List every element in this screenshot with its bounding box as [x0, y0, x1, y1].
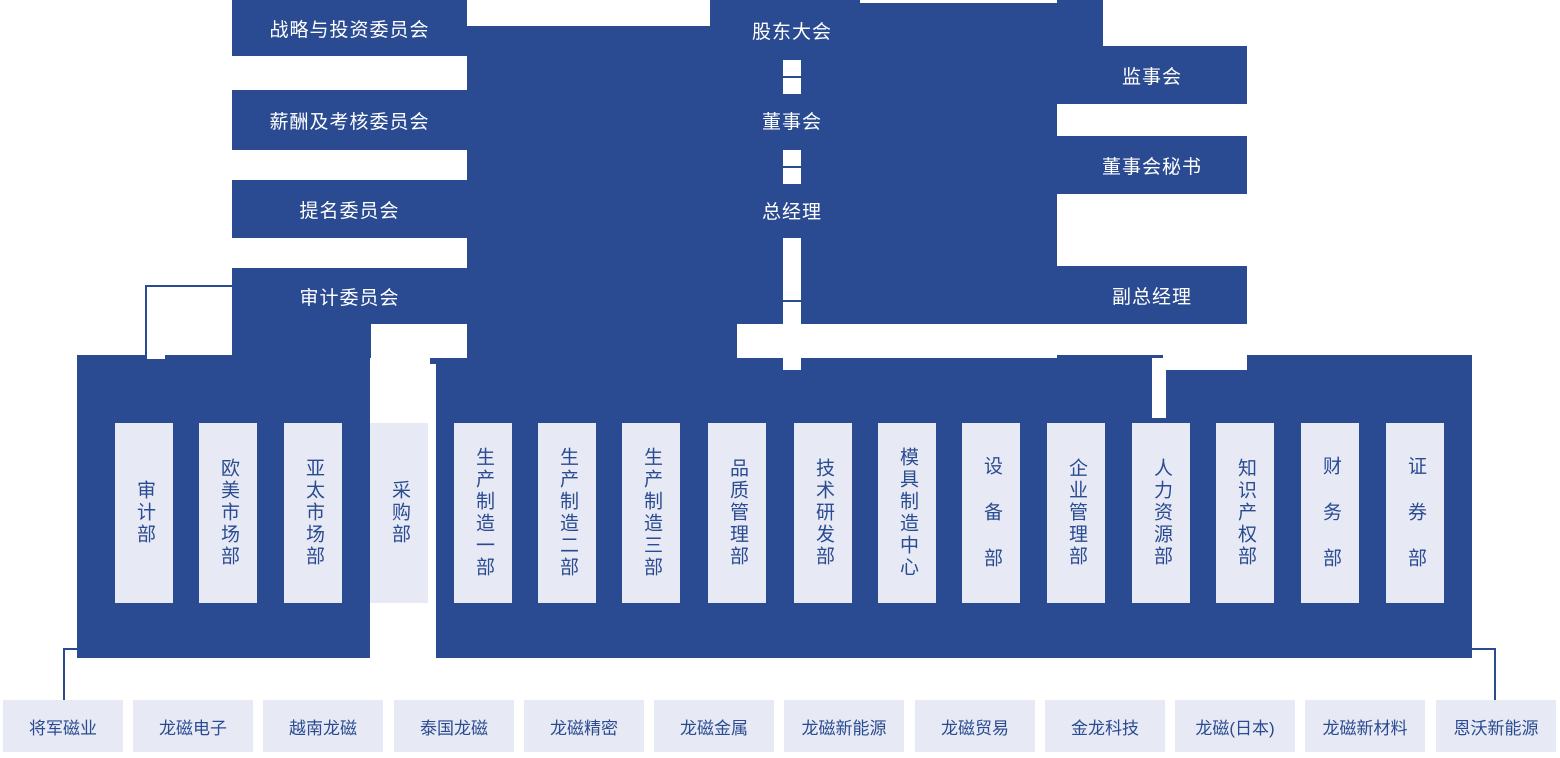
hairline-center-1: [783, 76, 801, 78]
department-box-rnd[interactable]: 技术研发部: [794, 423, 852, 603]
gap-committee-1: [232, 56, 464, 90]
department-box-manufacturing-3[interactable]: 生产制造三部: [622, 423, 680, 603]
gap-band-bottom-right: [1472, 645, 1560, 700]
committee-bar-1: [232, 0, 467, 56]
gap-sub-drop-6: [766, 658, 778, 700]
gap-sub-drop-7: [896, 658, 908, 700]
department-box-audit[interactable]: 审计部: [115, 423, 173, 603]
gap-sub-drop-10: [1306, 658, 1318, 700]
subsidiary-box-8[interactable]: 龙磁贸易: [915, 700, 1035, 752]
hairline-audit-corner-h: [145, 285, 235, 287]
gap-trunkdrop-right: [737, 324, 1057, 358]
right-spine: [1057, 0, 1103, 370]
subsidiary-box-2[interactable]: 龙磁电子: [133, 700, 253, 752]
gap-trunk-topleft: [467, 0, 710, 26]
committee-bar-2: [232, 90, 467, 150]
gap-right-5: [1163, 324, 1247, 370]
department-box-finance[interactable]: 财 务 部: [1301, 423, 1359, 603]
department-box-apac-market[interactable]: 亚太市场部: [284, 423, 342, 603]
gap-sub-drop-5: [635, 658, 647, 700]
gap-sub-drop-1: [113, 658, 125, 700]
gm-drop: [467, 290, 737, 368]
committee-label-strategy[interactable]: 战略与投资委员会: [269, 19, 430, 41]
hairline-right-hook-v: [1494, 648, 1496, 703]
gap-audit-left-line: [145, 285, 165, 359]
gap-sub-drop-2: [245, 658, 257, 700]
subsidiary-box-12[interactable]: 恩沃新能源: [1436, 700, 1556, 752]
center-label-board[interactable]: 董事会: [761, 111, 822, 133]
department-box-euus-market[interactable]: 欧美市场部: [199, 423, 257, 603]
department-box-quality[interactable]: 品质管理部: [708, 423, 766, 603]
hairline-left-hook-h: [63, 648, 113, 650]
subsidiary-box-6[interactable]: 龙磁金属: [654, 700, 774, 752]
gap-right-1: [1103, 0, 1247, 46]
subsidiary-box-5[interactable]: 龙磁精密: [524, 700, 644, 752]
department-box-procurement[interactable]: 采购部: [370, 423, 428, 603]
department-box-securities[interactable]: 证 券 部: [1386, 423, 1444, 603]
subsidiary-box-9[interactable]: 金龙科技: [1045, 700, 1165, 752]
hairline-audit-corner-v: [145, 285, 147, 359]
gap-sub-drop-8: [1026, 658, 1038, 700]
gap-sub-drop-9: [1176, 658, 1188, 700]
hairline-right-hook-h: [1448, 648, 1496, 650]
department-box-mold-center[interactable]: 模具制造中心: [878, 423, 936, 603]
gap-right-3: [1057, 194, 1247, 266]
department-box-manufacturing-1[interactable]: 生产制造一部: [454, 423, 512, 603]
department-box-ip[interactable]: 知识产权部: [1216, 423, 1274, 603]
gap-right-spine-split: [1152, 358, 1166, 418]
gap-sub-drop-3: [375, 658, 387, 700]
gap-sub-drop-11: [1436, 658, 1448, 700]
hairline-center-2: [783, 166, 801, 168]
committee-bar-3: [232, 180, 467, 238]
gap-trunk-topright: [860, 0, 1057, 3]
subsidiary-box-7[interactable]: 龙磁新能源: [784, 700, 904, 752]
committee-bar-4: [232, 268, 467, 324]
hairline-gm-drop: [783, 300, 801, 302]
gap-sector-split-a: [430, 364, 436, 658]
gap-band-bottom-left: [0, 658, 112, 700]
committee-label-nomination[interactable]: 提名委员会: [299, 200, 400, 222]
center-label-gm[interactable]: 总经理: [761, 201, 822, 223]
hairline-left-hook-v: [63, 648, 65, 703]
subsidiary-box-1[interactable]: 将军磁业: [3, 700, 123, 752]
gap-right-2: [1057, 104, 1247, 136]
center-label-shareholders[interactable]: 股东大会: [751, 21, 832, 43]
committee-label-audit[interactable]: 审计委员会: [299, 287, 400, 309]
gap-committee-3: [232, 238, 464, 268]
subsidiary-box-3[interactable]: 越南龙磁: [263, 700, 383, 752]
department-box-hr[interactable]: 人力资源部: [1132, 423, 1190, 603]
gap-sub-drop-4: [505, 658, 517, 700]
committee-label-remuneration[interactable]: 薪酬及考核委员会: [269, 111, 430, 133]
right-label-vice-gm[interactable]: 副总经理: [1111, 286, 1192, 308]
gap-audit-tail-right-top: [371, 324, 467, 358]
right-label-board-secretary[interactable]: 董事会秘书: [1101, 156, 1202, 178]
department-box-equipment[interactable]: 设 备 部: [962, 423, 1020, 603]
subsidiary-box-10[interactable]: 龙磁(日本): [1175, 700, 1295, 752]
gap-committee-2: [232, 150, 464, 180]
subsidiary-box-11[interactable]: 龙磁新材料: [1305, 700, 1425, 752]
department-box-enterprise-mgmt[interactable]: 企业管理部: [1047, 423, 1105, 603]
right-label-supervisors[interactable]: 监事会: [1121, 66, 1182, 88]
subsidiary-box-4[interactable]: 泰国龙磁: [394, 700, 514, 752]
department-box-manufacturing-2[interactable]: 生产制造二部: [538, 423, 596, 603]
